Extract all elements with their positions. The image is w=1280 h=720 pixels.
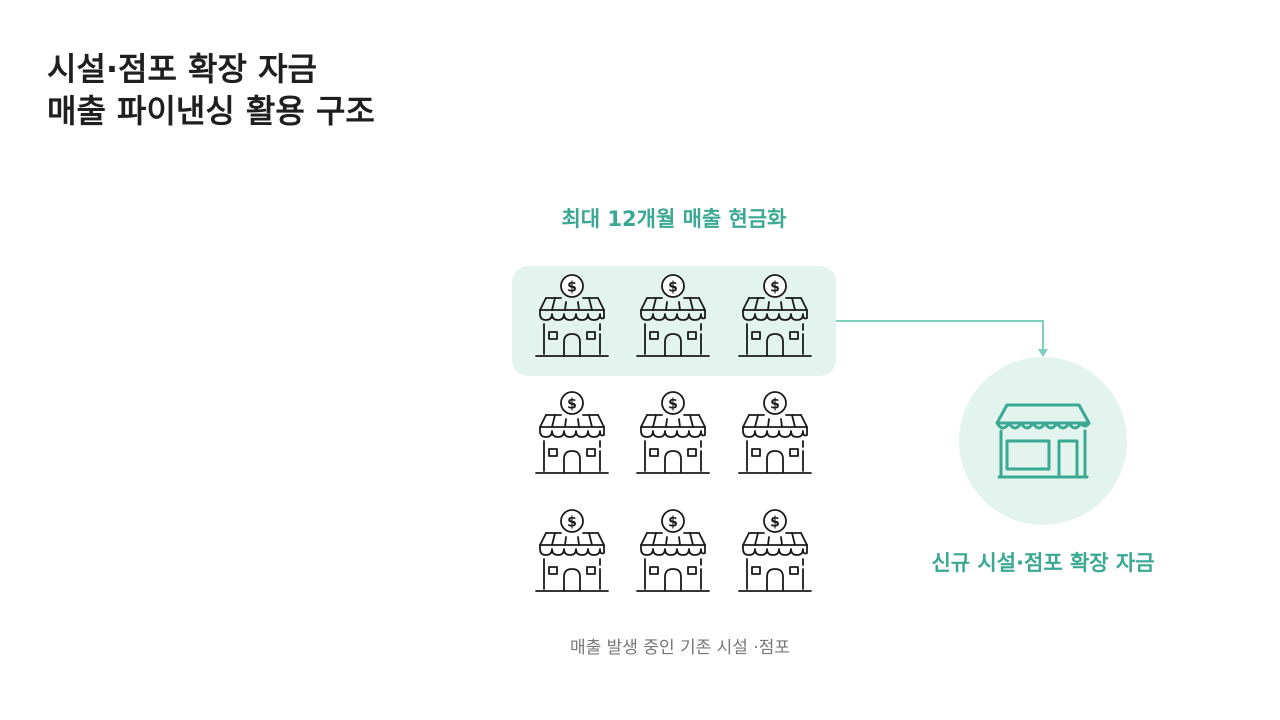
store-dollar-icon: $ [633, 389, 713, 481]
svg-text:$: $ [668, 515, 678, 531]
store-dollar-icon: $ [633, 272, 713, 364]
store-dollar-icon: $ [633, 507, 713, 599]
svg-text:$: $ [668, 280, 678, 296]
store-dollar-icon: $ [735, 272, 815, 364]
store-dollar-icon: $ [735, 389, 815, 481]
page-title: 시설·점포 확장 자금 매출 파이낸싱 활용 구조 [47, 48, 375, 132]
new-store-circle [959, 357, 1127, 525]
title-line-1: 시설·점포 확장 자금 [47, 50, 317, 88]
title-line-2: 매출 파이낸싱 활용 구조 [47, 92, 375, 130]
svg-text:$: $ [567, 280, 577, 296]
svg-text:$: $ [770, 280, 780, 296]
storefront-icon [995, 403, 1091, 479]
store-dollar-icon: $ [532, 507, 612, 599]
svg-text:$: $ [668, 397, 678, 413]
store-dollar-icon: $ [735, 507, 815, 599]
right-caption: 신규 시설·점포 확장 자금 [931, 551, 1155, 575]
top-caption: 최대 12개월 매출 현금화 [561, 207, 787, 231]
svg-text:$: $ [567, 397, 577, 413]
svg-text:$: $ [770, 397, 780, 413]
store-dollar-icon: $ [532, 272, 612, 364]
svg-text:$: $ [567, 515, 577, 531]
svg-text:$: $ [770, 515, 780, 531]
bottom-caption: 매출 발생 중인 기존 시설 ·점포 [569, 638, 791, 658]
store-dollar-icon: $ [532, 389, 612, 481]
